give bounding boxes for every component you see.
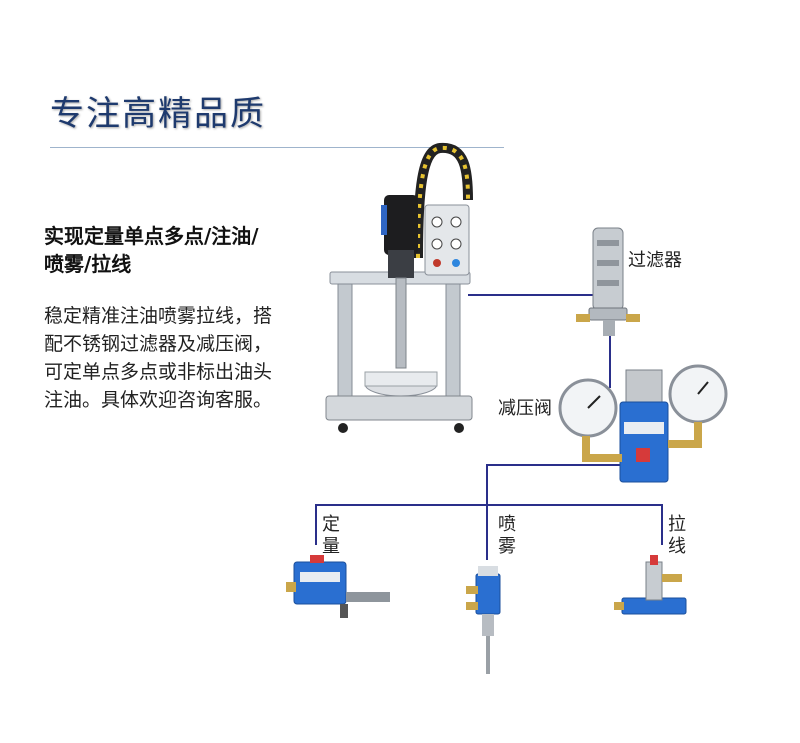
- quant-valve-image: [286, 555, 390, 618]
- pressure-valve-image: [558, 364, 728, 483]
- spray-label-char-1: 喷: [498, 514, 516, 535]
- valve-label: 减压阀: [498, 398, 552, 419]
- pump-station-image: [325, 142, 473, 433]
- quant-label-char-2: 量: [322, 536, 340, 557]
- page-title: 专注高精品质: [50, 94, 266, 134]
- spray-valve-image: [466, 566, 501, 674]
- feature-heading: 实现定量单点多点/注油/喷雾/拉线: [44, 224, 259, 276]
- feature-description: 稳定精准注油喷雾拉线，搭配不锈钢过滤器及减压阀，可定单点多点或非标出油头注油。具…: [44, 305, 273, 411]
- valve-to-manifold-line: [486, 464, 650, 505]
- pull-label-char-2: 线: [668, 536, 686, 557]
- quant-label: 定 量: [322, 514, 344, 558]
- pull-valve-image: [614, 555, 687, 615]
- filter-label: 过滤器: [628, 250, 682, 271]
- cable-chain: [413, 142, 473, 259]
- pull-label: 拉 线: [668, 514, 690, 558]
- filter-image: [576, 227, 640, 336]
- manifold-line: [315, 504, 663, 545]
- spray-label: 喷 雾: [498, 514, 520, 558]
- pull-label-char-1: 拉: [668, 514, 686, 535]
- quant-label-char-1: 定: [322, 514, 340, 535]
- title-divider: [50, 147, 504, 148]
- spray-label-char-2: 雾: [498, 536, 516, 557]
